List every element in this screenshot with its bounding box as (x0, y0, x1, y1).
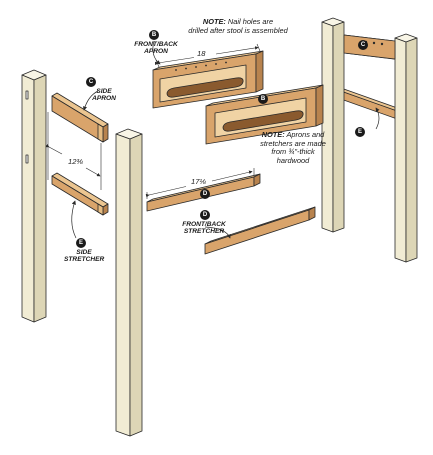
front-left-leg (115, 128, 143, 437)
note-aprons-text1: Aprons and (286, 130, 325, 139)
front-apron-upper-part (152, 50, 264, 109)
label-front-back-apron: FRONT/BACK APRON (134, 41, 178, 56)
note-aprons-line1: NOTE: Aprons and (253, 130, 333, 140)
part-badge-c-side: C (86, 77, 96, 87)
dimension-side-length: 12⅜ (68, 157, 83, 166)
note-aprons-line2: stretchers are made (260, 138, 326, 148)
side-stretcher-part (51, 172, 109, 216)
dimension-apron-length: 18 (197, 49, 206, 58)
part-badge-d-lower: D (200, 210, 210, 220)
part-badge-e-back: E (355, 127, 365, 137)
note-nail-holes: NOTE: Nail holes are drilled after stool… (178, 17, 298, 35)
note-nail-holes-text1: Nail holes are (227, 17, 274, 26)
note-aprons-line3: from ¾"-thick (271, 147, 315, 157)
label-side-stretcher: SIDE STRETCHER (64, 249, 105, 264)
note-aprons-prefix: NOTE: (261, 130, 285, 139)
note-aprons-stretchers: NOTE: Aprons and stretchers are made fro… (253, 130, 333, 165)
front-stretcher-lower-part (204, 206, 316, 255)
part-badge-c-back: C (358, 40, 368, 50)
dimension-stretcher-length: 17⅛ (191, 177, 206, 186)
right-back-assembly (321, 17, 418, 263)
part-badge-d-upper: D (200, 189, 210, 199)
left-back-leg (21, 69, 47, 323)
part-badge-b-lower: B (258, 94, 268, 104)
side-apron-part (51, 92, 109, 143)
dimension-lines (45, 43, 261, 199)
note-aprons-line4: hardwood (276, 155, 310, 165)
label-front-back-stretcher: FRONT/BACK STRETCHER (182, 221, 226, 236)
part-badge-b-upper: B (149, 30, 159, 40)
part-badge-e-side: E (76, 238, 86, 248)
note-nail-holes-line1: NOTE: Nail holes are (178, 17, 298, 27)
front-apron-lower-part (205, 84, 324, 145)
leader-lines (71, 40, 380, 239)
note-nail-holes-line2: drilled after stool is assembled (188, 25, 288, 35)
note-nail-holes-prefix: NOTE: (202, 17, 226, 26)
label-side-apron: SIDE APRON (92, 88, 116, 103)
